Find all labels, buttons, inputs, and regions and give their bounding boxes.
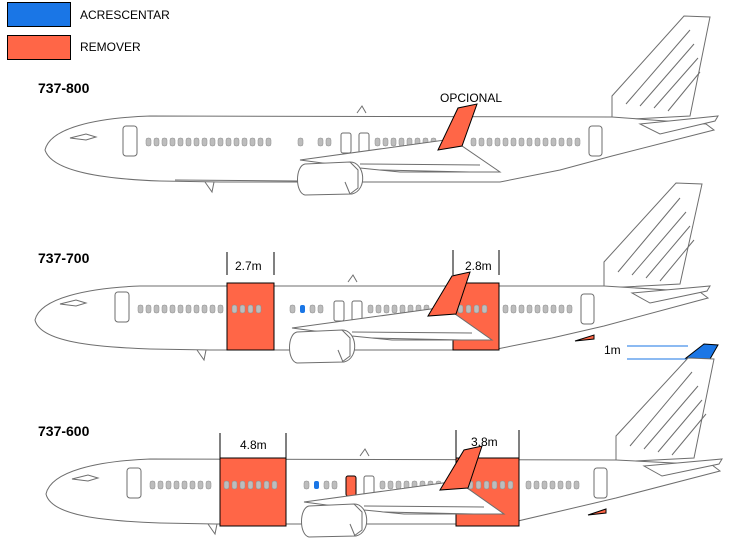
front-door <box>114 291 130 323</box>
added-window <box>314 481 319 489</box>
window-overlay <box>231 304 488 314</box>
tail-extension-added <box>627 343 719 360</box>
front-plug-removed <box>219 457 287 527</box>
vertical-stabilizer <box>603 182 703 289</box>
cockpit-windows <box>69 133 98 141</box>
cockpit-windows <box>59 299 88 307</box>
cockpit-windows <box>71 474 100 482</box>
aircraft-737-800 <box>44 15 719 196</box>
added-window <box>300 305 305 313</box>
m700-tail-extension-length: 1m <box>604 343 621 357</box>
optional-winglet <box>437 103 478 151</box>
legend-add-swatch <box>7 2 71 27</box>
front-door <box>126 467 142 499</box>
aircraft-737-700 <box>34 182 719 364</box>
front-door <box>122 125 138 157</box>
ventral-fin-removed <box>574 334 595 342</box>
vertical-stabilizer <box>615 357 715 463</box>
aircraft-737-600 <box>45 357 723 538</box>
horizontal-stabilizer <box>630 285 711 304</box>
model-label-737-700: 737-700 <box>38 250 90 266</box>
vertical-stabilizer <box>611 15 711 121</box>
model-label-737-800: 737-800 <box>38 80 90 96</box>
engine <box>301 503 368 538</box>
horizontal-stabilizer <box>638 115 719 135</box>
front-plug-removed <box>226 282 275 351</box>
dimension-markers <box>219 430 520 458</box>
optional-note: OPCIONAL <box>440 91 503 105</box>
tail-extension-swatch <box>684 343 719 360</box>
cabin-windows <box>149 480 580 490</box>
m600-front-plug-length: 4.8m <box>240 438 267 452</box>
model-label-737-600: 737-600 <box>38 423 90 439</box>
legend-add-label: ACRESCENTAR <box>80 8 170 22</box>
dimension-markers <box>226 250 500 275</box>
m700-front-plug-length: 2.7m <box>235 259 262 273</box>
horizontal-stabilizer <box>642 458 723 477</box>
cabin-windows <box>145 137 581 147</box>
ventral-fin-removed <box>587 508 607 516</box>
overwing-exit-removed <box>345 475 357 497</box>
engine <box>297 161 364 196</box>
legend-remove-label: REMOVER <box>80 40 141 54</box>
m700-rear-plug-length: 2.8m <box>465 259 492 273</box>
legend-remove-swatch <box>7 35 71 60</box>
rear-door <box>580 293 595 325</box>
engine <box>289 329 356 364</box>
rear-door <box>593 467 608 499</box>
m600-rear-plug-length: 3.8m <box>471 435 498 449</box>
optional-winglet <box>427 271 471 317</box>
rear-door <box>588 125 603 157</box>
optional-winglet <box>439 445 483 491</box>
